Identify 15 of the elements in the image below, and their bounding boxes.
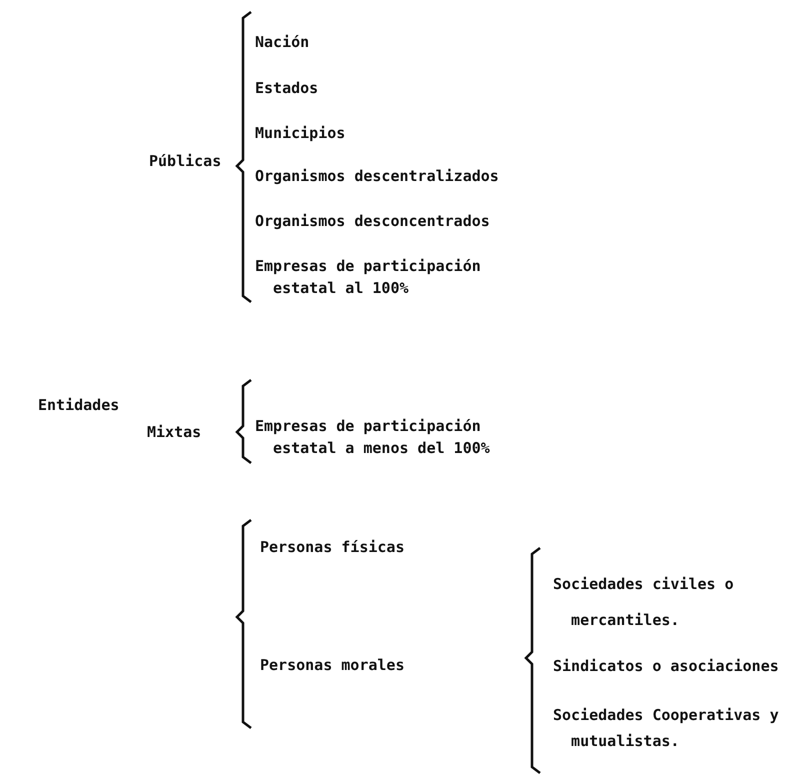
list-item: Personas físicas — [260, 537, 404, 557]
list-item: Sindicatos o asociaciones — [553, 656, 779, 676]
category-label: Públicas — [149, 151, 222, 171]
list-item: Sociedades Cooperativas y mutualistas. — [553, 705, 780, 752]
list-item: Personas morales — [260, 655, 404, 675]
list-item: Sociedades civiles o mercantiles. — [553, 574, 735, 631]
category-label: Mixtas — [147, 422, 202, 442]
list-item: Organismos descentralizados — [255, 166, 499, 186]
list-item: Organismos desconcentrados — [255, 211, 490, 231]
root-label: Entidades — [38, 395, 120, 415]
list-item: Estados — [255, 78, 318, 98]
list-item: Empresas de participación estatal a menos del 100% — [255, 416, 491, 459]
list-item: Empresas de participación estatal al 100% — [255, 256, 482, 299]
list-item: Municipios — [255, 123, 346, 143]
list-item: Nación — [255, 32, 310, 52]
